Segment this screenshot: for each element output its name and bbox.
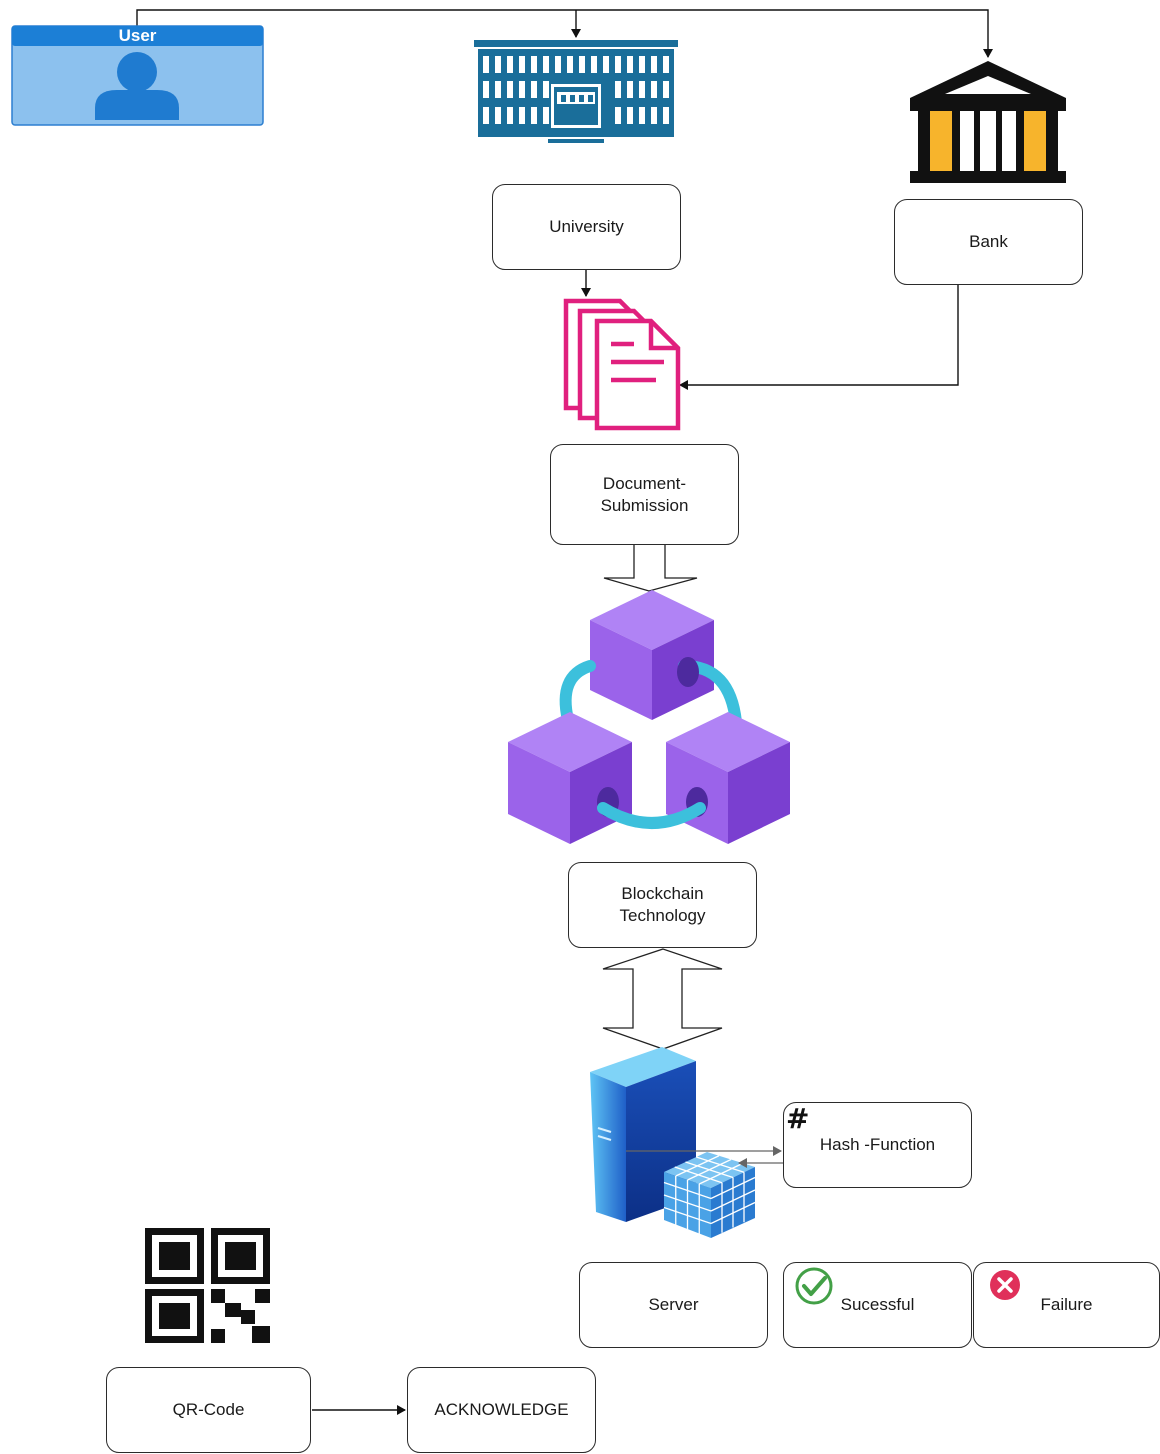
server-database-icon (590, 1047, 756, 1238)
university-window (543, 107, 549, 124)
qr-code-label: QR-Code (172, 1400, 245, 1419)
qr-code-node[interactable]: QR-Code (106, 1367, 311, 1453)
top-connector (136, 9, 993, 58)
university-window (543, 81, 549, 98)
university-window (519, 56, 525, 73)
university-window (639, 107, 645, 124)
university-window (627, 56, 633, 73)
university-window (639, 81, 645, 98)
blockchain-technology-node[interactable]: Blockchain Technology (568, 862, 757, 948)
university-window (567, 56, 573, 73)
university-window (531, 81, 537, 98)
acknowledge-node[interactable]: ACKNOWLEDGE (407, 1367, 596, 1453)
blockchain-cubes-icon (508, 590, 790, 844)
successful-node[interactable]: Sucessful (783, 1262, 972, 1348)
database-grid-line (663, 1194, 712, 1212)
university-label: University (549, 217, 624, 236)
university-window (615, 81, 621, 98)
database-grid-line (710, 1189, 756, 1212)
university-window (507, 56, 513, 73)
hash-symbol: # (786, 1102, 810, 1135)
university-window (531, 56, 537, 73)
university-window (543, 56, 549, 73)
blockchain-label-line2: Technology (619, 906, 706, 925)
university-window (495, 107, 501, 124)
university-window (495, 56, 501, 73)
university-window (579, 56, 585, 73)
university-window (615, 107, 621, 124)
university-window (483, 81, 489, 98)
hash-function-label: Hash -Function (819, 1135, 936, 1154)
blockchain-label-line1: Blockchain (621, 884, 704, 903)
database-grid-line (685, 1161, 734, 1179)
database-grid-lines (663, 1155, 756, 1234)
hash-function-node[interactable]: Hash -Function (783, 1102, 972, 1188)
university-window (663, 56, 669, 73)
university-window (483, 107, 489, 124)
bank-node[interactable]: Bank (894, 199, 1083, 285)
university-window (495, 81, 501, 98)
database-grid-line (710, 1201, 756, 1225)
university-window (531, 107, 537, 124)
university-window (507, 81, 513, 98)
document-label-line1: Document- (602, 473, 687, 493)
university-window (507, 107, 513, 124)
university-windows (483, 56, 669, 124)
university-window (627, 107, 633, 124)
university-window (591, 56, 597, 73)
qr-code-icon (145, 1228, 270, 1343)
database-grid-line (698, 1162, 744, 1185)
x-circle-icon (990, 1270, 1020, 1300)
failure-node[interactable]: Failure (973, 1262, 1160, 1348)
university-window (615, 56, 621, 73)
user-label: User (118, 26, 157, 45)
university-window (639, 56, 645, 73)
university-window (519, 107, 525, 124)
documents-icon (563, 298, 681, 431)
successful-label: Sucessful (840, 1295, 915, 1314)
bank-label: Bank (969, 232, 1008, 251)
check-circle-icon (795, 1267, 833, 1305)
bank-to-documents-arrow (679, 285, 959, 390)
cube-left (508, 712, 632, 844)
university-window (603, 56, 609, 73)
university-window (651, 56, 657, 73)
university-window (663, 81, 669, 98)
blockchain-server-double-arrow (602, 948, 723, 1050)
user-container (11, 25, 264, 126)
database-grid-line (696, 1156, 745, 1173)
university-window (519, 81, 525, 98)
acknowledge-label: ACKNOWLEDGE (434, 1400, 569, 1419)
document-submission-node[interactable]: Document- Submission (550, 444, 739, 545)
document-label-line2: Submission (600, 495, 689, 515)
failure-label: Failure (1040, 1295, 1093, 1314)
university-window (651, 81, 657, 98)
university-window (663, 107, 669, 124)
bank-icon (910, 61, 1066, 183)
university-window (483, 56, 489, 73)
server-label: Server (648, 1295, 699, 1314)
server-node[interactable]: Server (579, 1262, 768, 1348)
cube-right (666, 712, 790, 844)
cube-top (590, 590, 714, 720)
database-grid-line (663, 1206, 712, 1225)
university-window (555, 56, 561, 73)
university-building-icon (474, 40, 678, 143)
university-node[interactable]: University (492, 184, 681, 270)
university-window (651, 107, 657, 124)
document-to-blockchain-arrow (603, 545, 698, 592)
user-avatar-icon (95, 52, 179, 120)
university-window (627, 81, 633, 98)
